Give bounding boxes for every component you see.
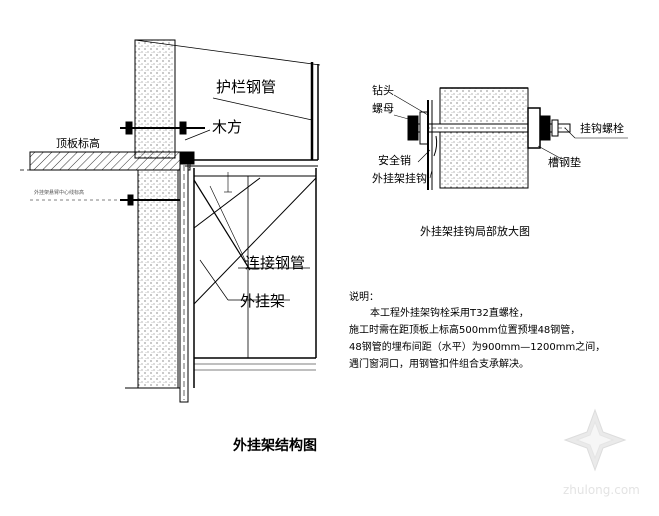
- roof-slab: [29, 151, 191, 171]
- detail-wall: [439, 87, 529, 189]
- label-frame-hook: 外挂架挂钩: [372, 171, 427, 185]
- detail-channel-pad: [527, 107, 541, 149]
- label-guardrail-pipe: 护栏钢管: [216, 78, 276, 96]
- notes-line: 遇门窗洞口，用钢管扣件组合支承解决。: [349, 357, 529, 370]
- label-roof-slab-elevation: 顶板标高: [56, 136, 100, 150]
- label-external-frame: 外挂架: [240, 292, 285, 310]
- lower-wall: [137, 169, 179, 389]
- detail-nut: [407, 115, 419, 141]
- label-safety-pin: 安全销: [378, 153, 411, 167]
- main-drawing-title: 外挂架结构图: [233, 437, 317, 454]
- watermark-logo-icon: [563, 408, 627, 472]
- label-nut: 螺母: [372, 102, 394, 115]
- label-timber: 木方: [212, 118, 242, 136]
- notes-line: 本工程外挂架钩栓采用T32直螺栓，: [370, 306, 529, 319]
- main-structure-drawing: [20, 39, 321, 403]
- label-connecting-pipe: 连接钢管: [245, 254, 305, 272]
- label-drill-head: 钻头: [372, 83, 394, 97]
- notes-block: 说明： 本工程外挂架钩栓采用T32直螺栓， 施工时需在距顶板上标高500mm位置…: [349, 290, 605, 370]
- detail-caption: 外挂架挂钩局部放大图: [420, 224, 530, 238]
- label-tiny-note: 外挂架悬臂中心线标高: [34, 189, 84, 196]
- notes-line: 48钢管的埋布间距（水平）为900mm—1200mm之间，: [349, 340, 605, 353]
- hook-detail-drawing: [393, 87, 628, 190]
- notes-heading: 说明：: [349, 290, 379, 303]
- upper-wall: [134, 39, 176, 159]
- watermark: zhulong.com: [563, 408, 640, 497]
- label-channel-pad: 槽钢垫: [548, 155, 581, 169]
- notes-line: 施工时需在距顶板上标高500mm位置预埋48钢管，: [349, 323, 580, 336]
- watermark-text: zhulong.com: [563, 483, 640, 497]
- label-hook-bolt: 挂钩螺栓: [580, 121, 624, 135]
